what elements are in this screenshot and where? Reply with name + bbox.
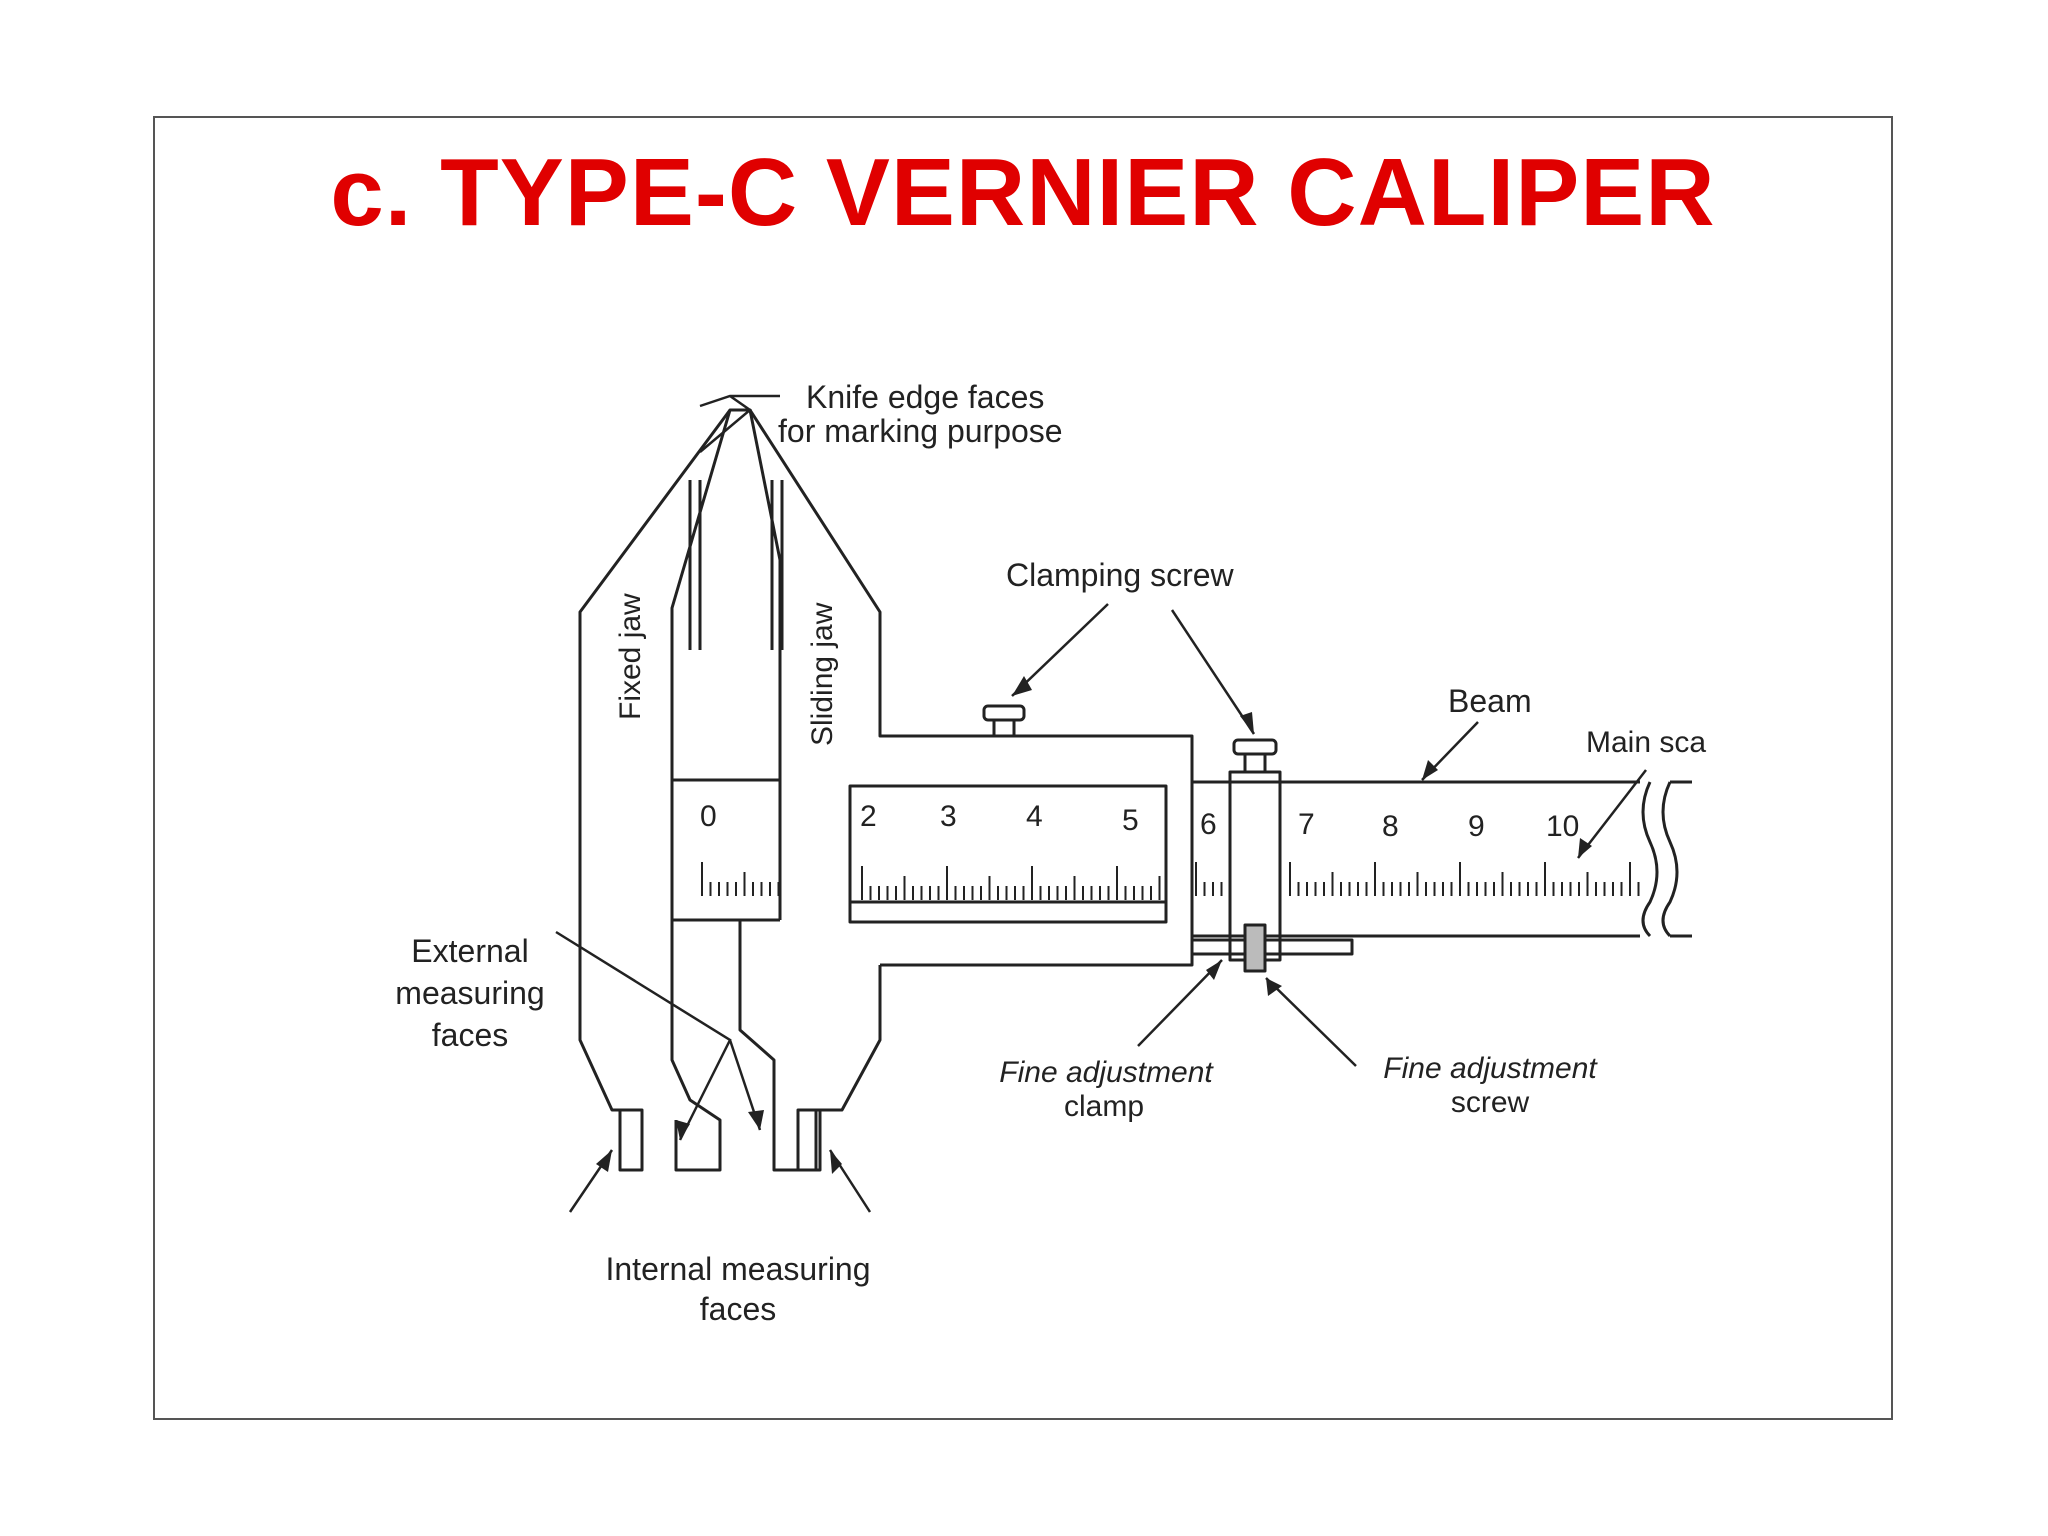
arrowhead: [596, 1150, 612, 1172]
arrowhead: [1206, 960, 1222, 980]
label-sliding-jaw: Sliding jaw: [806, 602, 839, 746]
external-leader: [555, 930, 762, 1141]
scale-number: 7: [1298, 808, 1315, 841]
scale-number: 3: [940, 800, 957, 833]
fixed-jaw-lower: [670, 920, 722, 1172]
clamping-leader-1: [1011, 603, 1109, 697]
label-clamping-screw: Clamping screw: [1006, 557, 1235, 593]
arrowhead: [830, 1150, 842, 1174]
label-knife-edge: Knife edge faces: [806, 379, 1044, 415]
fixed-jaw-groove: [688, 480, 702, 650]
arrowhead: [1240, 712, 1254, 734]
label-fine-clamp: clamp: [1064, 1090, 1144, 1123]
label-main-scale: Main sca: [1586, 726, 1706, 759]
scale-number: 0: [700, 800, 717, 833]
label-fine-screw: Fine adjustment: [1383, 1052, 1598, 1085]
label-internal: faces: [700, 1291, 776, 1327]
scale-numbers: 0 2 3 4 5 6 7 8 9 10: [700, 800, 1579, 843]
fine-screw-leader: [1265, 977, 1357, 1067]
main-scale-leader: [1577, 769, 1647, 859]
label-external: measuring: [395, 975, 544, 1011]
sliding-jaw-groove: [770, 480, 784, 650]
page-title: c. TYPE-C VERNIER CALIPER: [330, 139, 1716, 246]
label-fixed-jaw: Fixed jaw: [614, 593, 647, 720]
arrowhead: [1578, 838, 1592, 858]
scale-number: 5: [1122, 804, 1139, 837]
arrowhead: [1012, 676, 1032, 696]
beam-break: [1641, 781, 1679, 938]
label-internal: Internal measuring: [605, 1251, 870, 1287]
arrowhead: [676, 1120, 690, 1140]
label-fine-screw: screw: [1451, 1086, 1530, 1119]
arrowhead: [1422, 760, 1438, 780]
label-external: faces: [432, 1017, 508, 1053]
arrowhead: [1266, 978, 1282, 996]
label-fine-clamp: Fine adjustment: [999, 1056, 1214, 1089]
internal-face-left: [618, 1108, 644, 1172]
clamping-leader-2: [1170, 609, 1256, 735]
fine-adjustment-screw-knob: [1243, 923, 1267, 973]
clamping-screw-1: [982, 704, 1026, 722]
scale-number: 9: [1468, 810, 1485, 843]
vernier-window: [848, 784, 1168, 924]
fixed-jaw-upper: [578, 409, 732, 1112]
label-knife-edge: for marking purpose: [778, 413, 1063, 449]
scale-number: 6: [1200, 808, 1217, 841]
scale-ticks: [701, 862, 1640, 900]
knife-edge-leader: [699, 394, 780, 453]
internal-face-right: [796, 1108, 822, 1172]
label-beam: Beam: [1448, 683, 1532, 719]
fine-clamp-leader: [1137, 959, 1223, 1047]
sliding-jaw-lower: [738, 918, 882, 1172]
label-external: External: [411, 933, 528, 969]
clamping-screw-2: [1232, 738, 1278, 756]
fine-adjustment-rod: [1190, 938, 1354, 956]
scale-number: 4: [1026, 800, 1043, 833]
scale-number: 2: [860, 800, 877, 833]
arrowhead: [748, 1110, 764, 1130]
scale-number: 8: [1382, 810, 1399, 843]
slide-frame: c. TYPE-C VERNIER CALIPER: [153, 116, 1893, 1420]
scale-number: 10: [1546, 810, 1579, 843]
fixed-jaw-inner: [670, 780, 780, 922]
